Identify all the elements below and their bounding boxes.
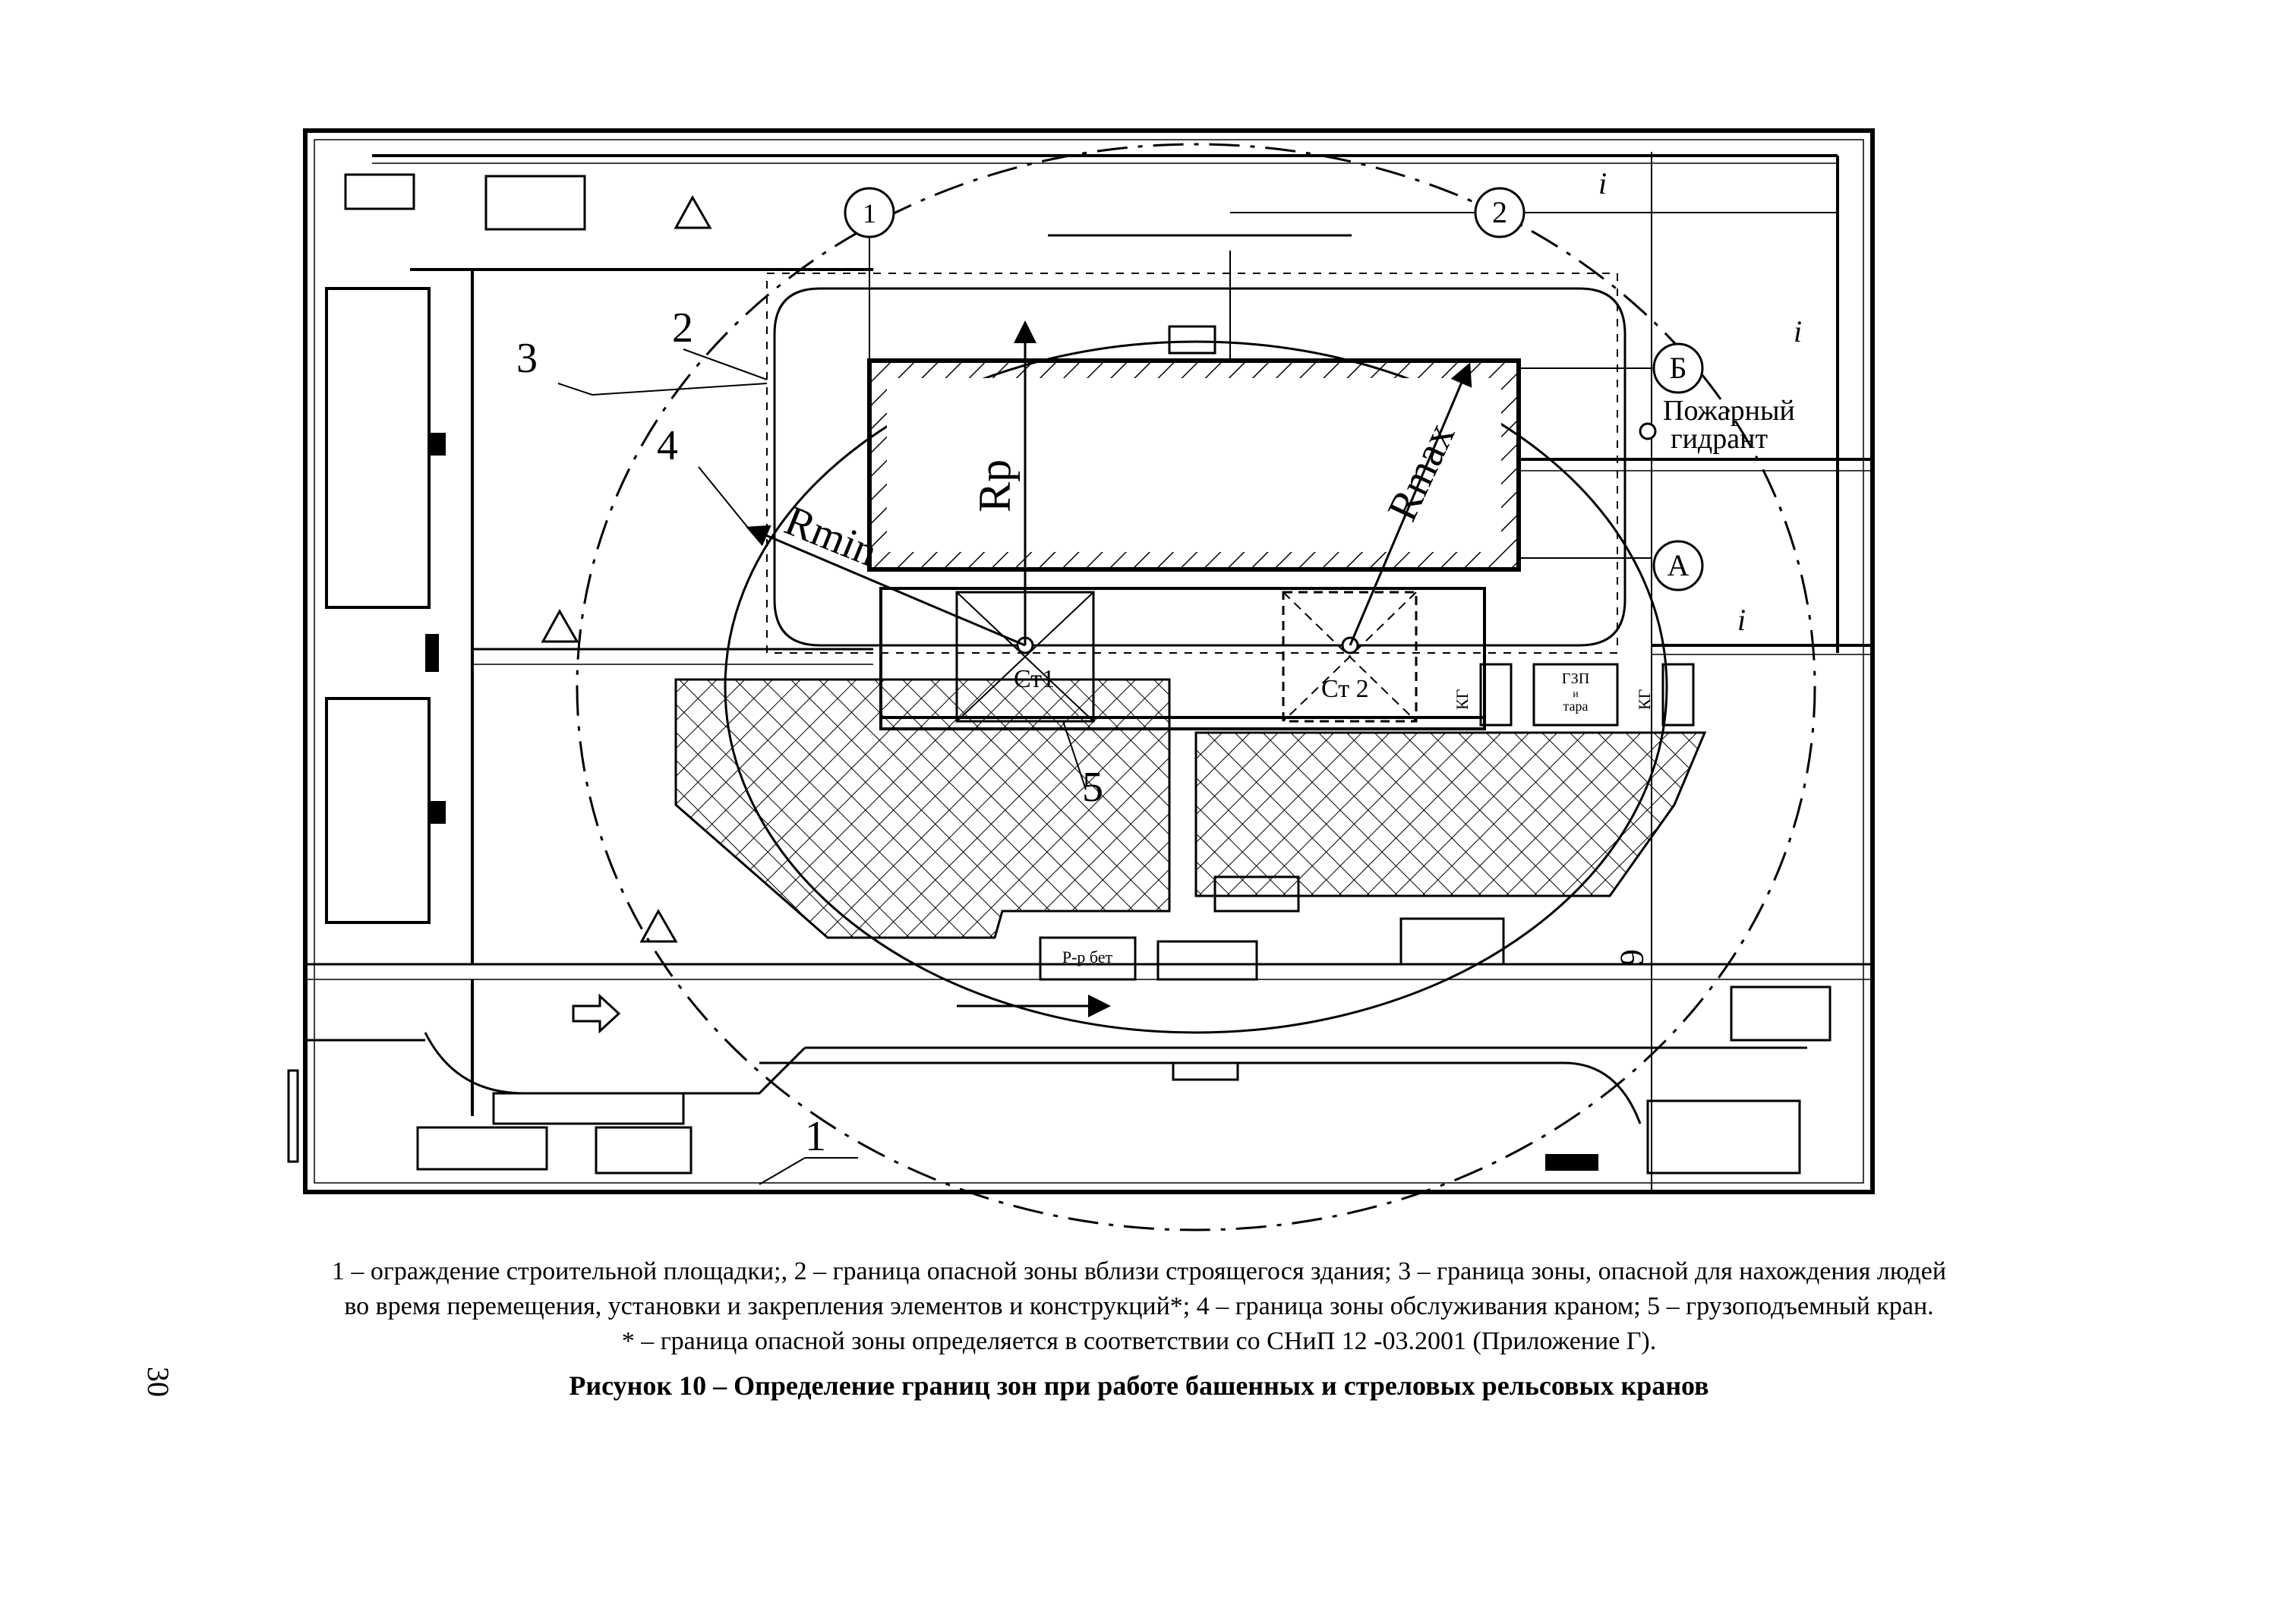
fire-hydrant-icon <box>1639 422 1657 440</box>
warning-sign-top <box>674 194 712 229</box>
hatched-zone-right <box>1194 731 1707 897</box>
axis-label-B: Б <box>1670 351 1687 385</box>
label-5: 5 <box>1082 764 1103 811</box>
axis-bubble-2 <box>1474 187 1526 238</box>
warning-sign-left <box>541 608 579 643</box>
site-road <box>773 287 1626 647</box>
legend-line-1: 1 – ограждение строительной площадки;, 2… <box>331 1257 1947 1285</box>
legend-line-3: * – граница опасной зоны определяется в … <box>621 1327 1657 1355</box>
kg-box-1 <box>1479 663 1513 727</box>
hatched-zone-left <box>674 678 1171 939</box>
gzp-box <box>1532 663 1619 727</box>
gzp-label-1: ГЗП <box>1562 670 1590 687</box>
axis-label-A: А <box>1667 548 1690 582</box>
concrete-mortar-label: Р-р бет <box>1062 948 1113 967</box>
site-fence <box>303 128 1875 1194</box>
figure-title: Рисунок 10 – Определение границ зон при … <box>569 1370 1709 1401</box>
page-number: 30 <box>141 1367 175 1397</box>
legend-line-2: во время перемещения, установки и закреп… <box>344 1292 1934 1320</box>
label-3: 3 <box>516 335 538 382</box>
site-fence-inner <box>314 139 1864 1184</box>
building-danger-zone <box>766 273 1618 654</box>
label-2: 2 <box>672 304 693 352</box>
slope-mark-2: i <box>1794 314 1802 348</box>
kg-label-1: КГ <box>1453 689 1472 710</box>
crane-rail-track <box>879 587 1486 730</box>
hydrant-label-line2: гидрант <box>1671 423 1768 455</box>
radius-rp-label: Rр <box>970 459 1020 512</box>
slope-mark-1: i <box>1598 166 1607 200</box>
hydrant-label-line1: Пожарный <box>1663 395 1795 427</box>
site-plan-diagram: 3 2 4 5 1 6 1 2 Б А Rр Rmax Rmin Ст1 Ст … <box>287 128 1875 1231</box>
kg-box-2 <box>1661 663 1695 727</box>
crane-2-label: Ст 2 <box>1321 675 1369 703</box>
warning-sign-bottom <box>639 908 678 943</box>
axis-bubble-A <box>1652 540 1704 591</box>
label-6: 6 <box>1614 949 1651 966</box>
axis-label-1: 1 <box>863 198 876 229</box>
concrete-mortar-box <box>1039 936 1137 981</box>
figure-legend: 1 – ограждение строительной площадки;, 2… <box>114 1254 2164 1359</box>
axis-bubble-B <box>1652 342 1704 394</box>
radius-rmax-line <box>1349 362 1472 646</box>
crane-1-label: Ст1 <box>1014 665 1055 693</box>
axis-bubble-1 <box>844 187 895 238</box>
crane-2-base <box>1282 591 1418 723</box>
radius-rmin-line <box>746 525 1026 647</box>
gzp-label-3: тара <box>1563 698 1588 714</box>
temp-building-1 <box>325 287 431 609</box>
crane-danger-zone-boundary <box>576 143 1816 1231</box>
slope-mark-3: i <box>1737 603 1746 637</box>
kg-label-2: КГ <box>1635 689 1654 710</box>
axis-label-2: 2 <box>1492 195 1507 229</box>
label-1: 1 <box>805 1113 826 1160</box>
gzp-label-2: и <box>1573 689 1579 700</box>
label-4: 4 <box>657 422 678 469</box>
temp-building-2 <box>325 697 431 924</box>
